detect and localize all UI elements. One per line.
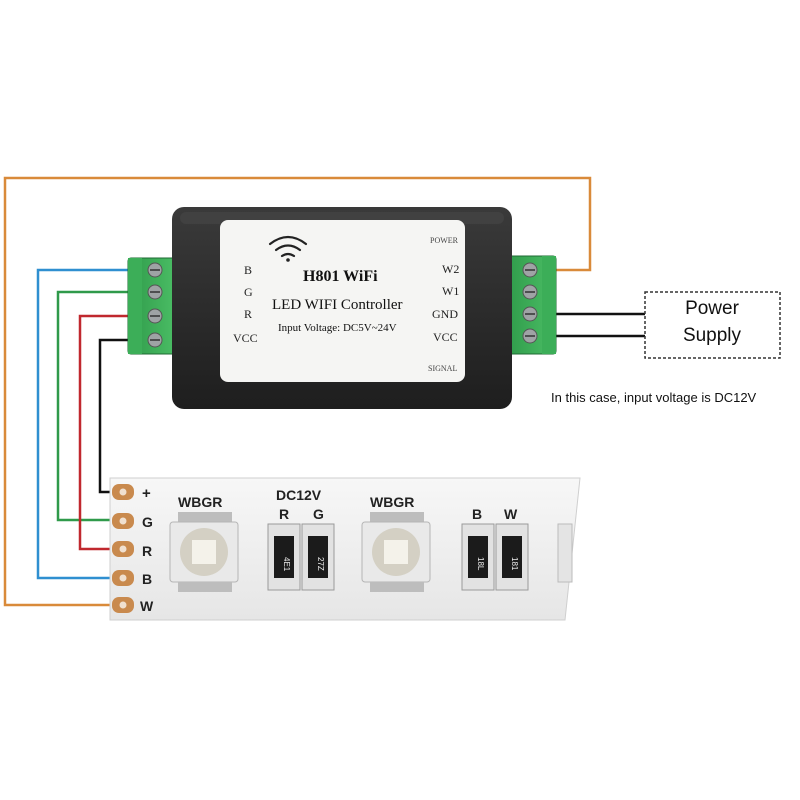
controller-input-voltage: Input Voltage: DC5V~24V — [278, 322, 397, 334]
right-screws — [522, 262, 538, 344]
left-label-r: R — [244, 307, 252, 321]
wires — [3, 176, 645, 607]
led-label-2: WBGR — [370, 494, 414, 510]
wire-blue-b — [36, 268, 132, 580]
power-supply-line2: Supply — [683, 325, 742, 346]
resistor-g — [301, 523, 335, 591]
wifi-icon — [268, 235, 308, 262]
right-label-w2: W2 — [442, 262, 459, 276]
pad-label-w: W — [140, 598, 154, 614]
input-voltage-note: In this case, input voltage is DC12V — [551, 390, 757, 405]
controller: POWER SIGNAL H801 WiFi LED WIFI Controll… — [127, 207, 557, 409]
resistor-code-b: 18L — [476, 557, 485, 571]
pad-label-g: G — [142, 514, 153, 530]
led-chip-partial — [557, 523, 573, 583]
right-terminal-block — [505, 255, 557, 355]
power-supply-box — [644, 291, 781, 359]
pad-label-b: B — [142, 571, 152, 587]
right-label-gnd: GND — [432, 307, 458, 321]
resistor-r — [267, 523, 301, 591]
left-label-vcc: VCC — [233, 331, 258, 345]
wire-orange-w — [3, 176, 592, 607]
led-label-1: WBGR — [178, 494, 222, 510]
resistor-code-g: 27Z — [316, 557, 325, 571]
power-supply-line1: Power — [685, 298, 740, 319]
controller-title: H801 WiFi — [303, 268, 378, 285]
pad-label-r: R — [142, 543, 152, 559]
wire-green-g — [56, 290, 132, 522]
wire-red-r — [78, 314, 132, 551]
resistor-label-r: R — [279, 506, 289, 522]
left-label-b: B — [244, 263, 252, 277]
pad-label-plus: + — [142, 485, 151, 502]
controller-label — [220, 220, 465, 382]
resistor-label-w: W — [504, 506, 518, 522]
right-label-vcc: VCC — [433, 330, 458, 344]
resistor-w — [495, 523, 529, 591]
led-chip-2 — [361, 512, 431, 592]
strip-voltage-label: DC12V — [276, 487, 322, 503]
left-label-g: G — [244, 285, 253, 299]
led-chip-1 — [169, 512, 239, 592]
signal-label: SIGNAL — [428, 364, 457, 373]
left-terminal-block — [127, 257, 179, 355]
resistor-label-g: G — [313, 506, 324, 522]
controller-subtitle: LED WIFI Controller — [272, 297, 403, 313]
left-screws — [147, 262, 163, 348]
resistor-code-w: 181 — [510, 557, 519, 571]
right-label-w1: W1 — [442, 284, 459, 298]
led-strip: + G R B W WBGR DC12V R G 4E1 27Z WBGR — [109, 477, 581, 621]
resistor-code-r: 4E1 — [282, 557, 291, 572]
wire-black-vcc — [98, 338, 132, 494]
resistor-label-b: B — [472, 506, 482, 522]
strip-pads — [112, 484, 134, 613]
resistor-b — [461, 523, 495, 591]
power-label: POWER — [430, 236, 459, 245]
power-supply: Power Supply In this case, input voltage… — [551, 291, 781, 405]
